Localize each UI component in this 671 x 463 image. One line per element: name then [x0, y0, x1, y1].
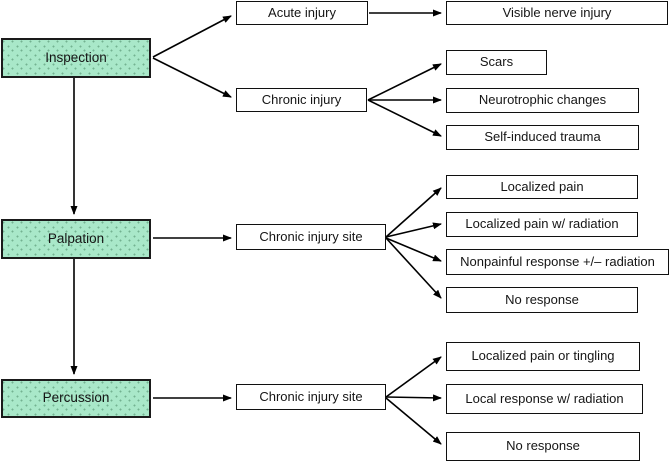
node-visible-nerve-injury: Visible nerve injury — [446, 1, 668, 25]
node-localized-pain: Localized pain — [446, 175, 638, 199]
node-no-response-percussion: No response — [446, 432, 640, 461]
node-localized-pain-or-tingling: Localized pain or tingling — [446, 342, 640, 371]
node-scars: Scars — [446, 50, 547, 75]
node-neurotrophic-changes: Neurotrophic changes — [446, 88, 639, 113]
node-no-response-palpation: No response — [446, 287, 638, 313]
node-self-induced-trauma: Self-induced trauma — [446, 125, 639, 150]
node-chronic-injury-site-palpation: Chronic injury site — [236, 224, 386, 250]
node-acute-injury: Acute injury — [236, 1, 368, 25]
node-localized-pain-w-radiation: Localized pain w/ radiation — [446, 212, 638, 237]
node-palpation: Palpation — [1, 219, 151, 259]
node-chronic-injury-site-percussion: Chronic injury site — [236, 384, 386, 410]
node-nonpainful-response: Nonpainful response +/– radiation — [446, 249, 669, 275]
node-inspection: Inspection — [1, 38, 151, 78]
node-local-response-w-radiation: Local response w/ radiation — [446, 384, 643, 414]
node-percussion: Percussion — [1, 379, 151, 418]
node-chronic-injury: Chronic injury — [236, 88, 367, 112]
